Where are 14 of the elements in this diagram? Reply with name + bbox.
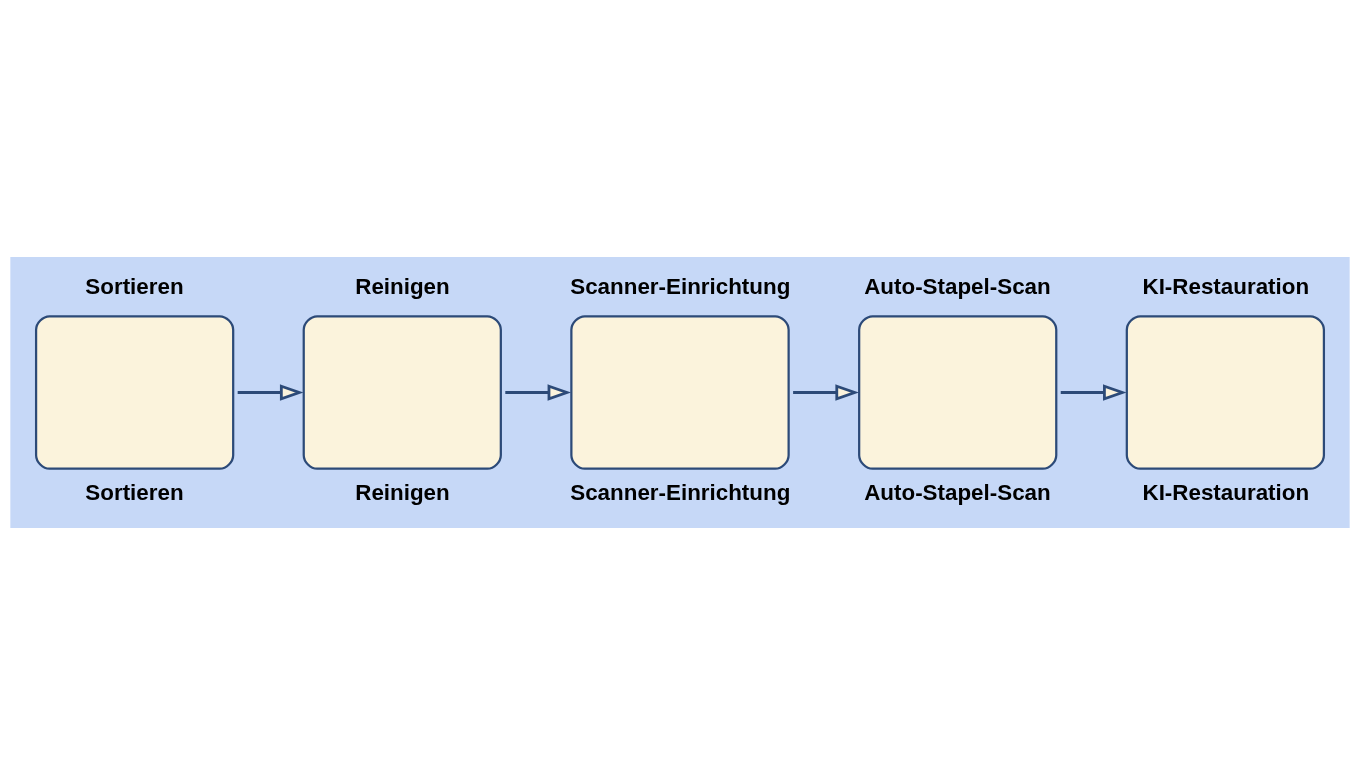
arrow [1060, 383, 1127, 401]
node-label: KI-Restauration [1142, 273, 1310, 299]
node-label: Reinigen [355, 273, 450, 299]
node-label: Sortieren [85, 479, 184, 505]
arrow [793, 383, 859, 401]
node-label: Reinigen [355, 479, 450, 505]
arrow [237, 383, 304, 401]
node-label: Auto-Stapel-Scan [864, 273, 1051, 299]
node-label: Scanner-Einrichtung [570, 479, 791, 505]
node-label: KI-Restauration [1142, 479, 1310, 505]
arrow [505, 383, 572, 401]
node-label: Auto-Stapel-Scan [864, 479, 1051, 505]
node-label: Sortieren [85, 273, 184, 299]
node-label: Scanner-Einrichtung [570, 273, 791, 299]
